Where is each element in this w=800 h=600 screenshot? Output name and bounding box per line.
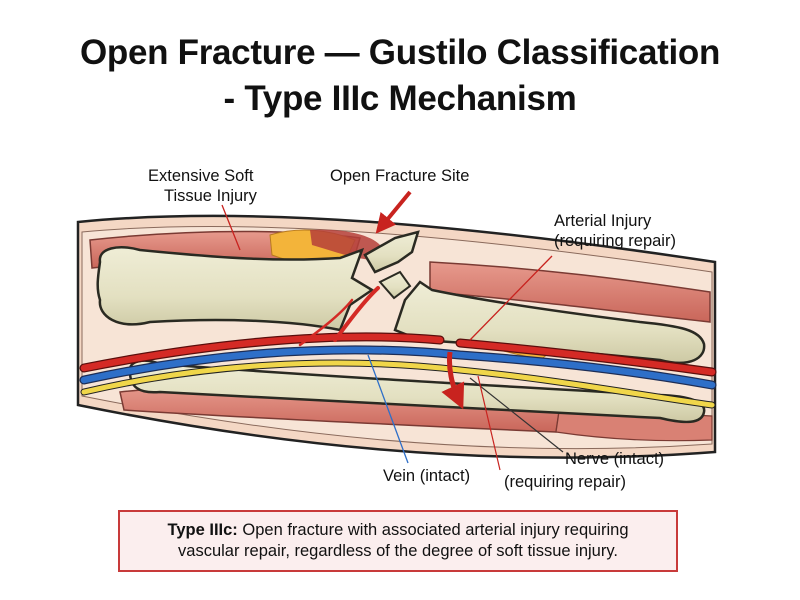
label-nerve: Nerve (intact): [565, 450, 665, 468]
label-arterial-injury: Arterial Injury (requiring repair): [554, 211, 724, 251]
label-arterial-line1: Arterial Injury: [554, 212, 652, 230]
bleeding-arrow: [441, 351, 465, 410]
definition-line1: Open fracture with associated arterial i…: [242, 521, 629, 539]
definition-line2: vascular repair, regardless of the degre…: [178, 542, 618, 560]
type-iiic-definition-box: Type IIIc: Open fracture with associated…: [118, 510, 678, 572]
fracture-site-arrow: [375, 190, 412, 234]
label-soft-tissue-line1: Extensive Soft: [148, 167, 254, 185]
definition-text: Type IIIc: Open fracture with associated…: [158, 520, 639, 562]
label-vein: Vein (intact): [383, 467, 471, 485]
bone-fragment-piece: [363, 230, 420, 274]
title-line-2: - Type IIIc Mechanism: [223, 79, 577, 118]
label-requiring-repair: (requiring repair): [504, 473, 626, 491]
hematoma-patch: [310, 229, 380, 260]
bone-left-fragment: [96, 246, 375, 332]
bone-fragment-small: [378, 270, 412, 300]
leader-repair: [477, 375, 501, 471]
page-title: Open Fracture — Gustilo Classification -…: [0, 30, 800, 122]
label-soft-tissue-line2: Tissue Injury: [164, 187, 257, 205]
leader-vein: [367, 354, 409, 464]
label-soft-tissue: Extensive Soft Tissue Injury: [148, 166, 288, 206]
leader-soft-tissue: [221, 204, 241, 251]
label-fracture-site: Open Fracture Site: [330, 167, 470, 185]
title-line-1: Open Fracture — Gustilo Classification: [79, 33, 721, 72]
artery-branch: [333, 286, 380, 342]
label-arterial-line2: (requiring repair): [554, 232, 676, 250]
leader-arterial: [469, 255, 553, 341]
leader-nerve: [469, 377, 564, 453]
definition-heading: Type IIIc:: [167, 521, 238, 539]
